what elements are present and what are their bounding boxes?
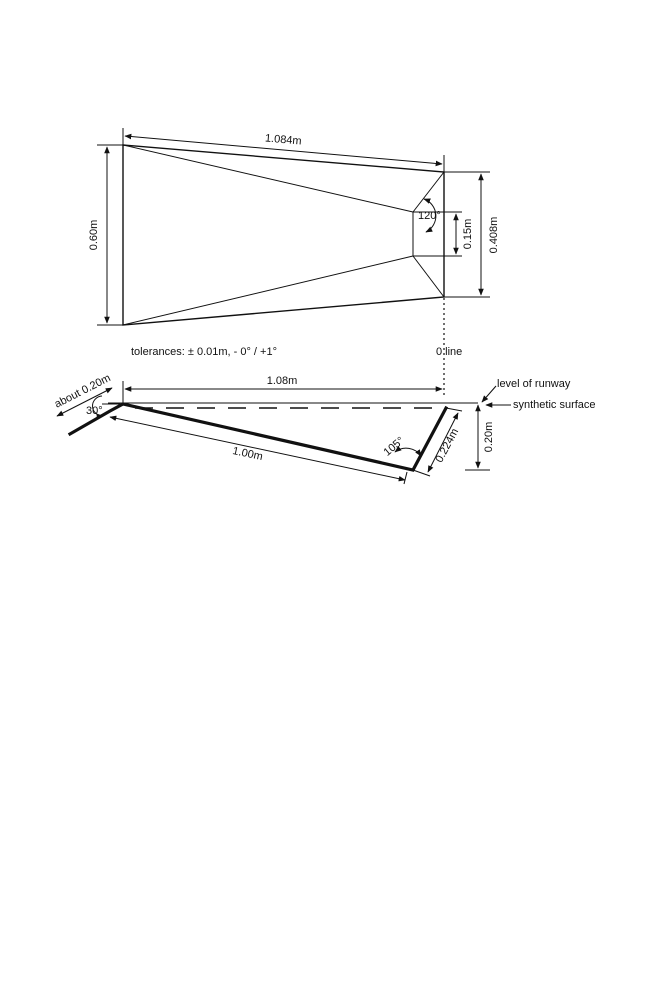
plan-length-label: 1.084m bbox=[264, 132, 302, 147]
slope-label: 0.224m bbox=[433, 427, 461, 465]
zero-line-label: 0 line bbox=[436, 346, 462, 358]
angle-30-arc bbox=[92, 395, 104, 420]
slope-dim-line bbox=[427, 412, 459, 473]
plan-outline bbox=[122, 144, 445, 326]
about-label: about 0.20m bbox=[53, 372, 113, 410]
tolerances-label: tolerances: ± 0.01m, - 0° / +1° bbox=[131, 346, 277, 358]
bottom-ext-right bbox=[403, 471, 408, 485]
plan-upper-converging-line bbox=[122, 144, 414, 213]
slope-ext-bottom bbox=[412, 469, 431, 477]
plan-upper-chamfer bbox=[412, 171, 445, 213]
plan-inner-width-label: 0.15m bbox=[462, 219, 474, 250]
plan-lower-converging-line bbox=[122, 255, 414, 326]
plan-view: 1.084m 0.60m 0.408m 0.15m 120° bbox=[88, 128, 500, 398]
angle-105-label: 105° bbox=[381, 435, 406, 459]
plan-angle-arc bbox=[423, 198, 437, 233]
about-dim-line bbox=[56, 387, 113, 417]
plan-left-width-label: 0.60m bbox=[88, 220, 100, 251]
slope-ext-top bbox=[445, 407, 463, 412]
plan-angle-label: 120° bbox=[418, 210, 441, 222]
section-length-label: 1.08m bbox=[267, 375, 298, 387]
plan-length-dim-line bbox=[124, 133, 443, 167]
plan-lower-chamfer bbox=[412, 255, 445, 298]
runway-leader bbox=[481, 385, 497, 403]
synthetic-label: synthetic surface bbox=[513, 399, 596, 411]
angle-105-arc bbox=[394, 445, 422, 457]
runway-label: level of runway bbox=[497, 378, 571, 390]
depth-label: 0.20m bbox=[483, 422, 495, 453]
section-view: 1.08m about 0.20m 30° 1.00m 105° 0.224m … bbox=[53, 372, 596, 485]
bottom-dim-line bbox=[109, 415, 406, 482]
angle-30-label: 30° bbox=[86, 405, 103, 417]
bottom-length-label: 1.00m bbox=[231, 445, 263, 463]
plan-right-width-label: 0.408m bbox=[488, 217, 500, 254]
